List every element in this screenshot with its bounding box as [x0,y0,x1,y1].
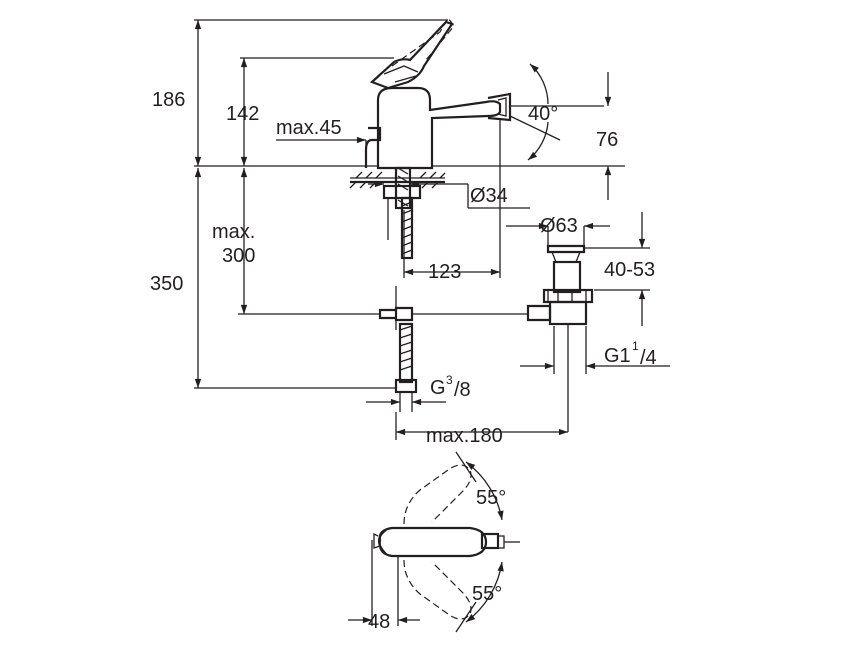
dim-48: 48 [368,611,390,633]
waste-popup-arm [526,304,552,322]
dim-40-53: 40-53 [604,259,655,281]
mixer-elevation [238,16,528,412]
dimension-labels: 186 142 max.45 40° 76 Ø34 Ø63 max. 300 3… [150,89,657,633]
spout-tip [487,92,512,122]
plan-view [348,451,520,633]
dim-g38-num: 3 [446,373,453,387]
supply-connector [394,378,418,394]
flex-hose-lower [398,322,414,384]
dim-max45: max.45 [276,117,342,139]
dim-76: 76 [596,129,618,151]
dim-diameter-63: Ø63 [540,215,578,237]
dim-g38-den: /8 [454,379,471,401]
dim-123: 123 [428,261,461,283]
elevation-dimensions [194,19,670,440]
flex-hose-upper [400,196,414,260]
dim-350: 350 [150,273,183,295]
mounting-nut [382,184,422,200]
waste-tailpiece [548,300,588,326]
dim-max-label: max. [212,221,255,243]
mixer-body [376,86,502,170]
dim-142: 142 [226,103,259,125]
waste-assembly [526,244,594,432]
plan-lever-swivel-down [403,559,472,620]
dim-g38-main: G [430,377,446,399]
dim-g1-num: 1 [632,339,639,353]
dim-40deg: 40° [528,103,558,125]
waste-body [552,260,582,294]
dim-186: 186 [152,89,185,111]
lever-tilted [391,16,455,67]
pop-up-junction [378,306,414,322]
dim-55deg-bottom: 55° [472,583,502,605]
dim-max180: max.180 [426,425,503,447]
plan-lever-swivel-up [403,464,472,525]
waste-plug-cap [546,244,586,254]
dim-g1-main: G1 [604,345,631,367]
dim-g1-den: /4 [640,347,657,369]
dim-diameter-34: Ø34 [470,185,508,207]
plan-spout-tip [480,532,500,550]
dim-55deg-top: 55° [476,487,506,509]
dim-300: 300 [222,245,255,267]
plan-lever [378,526,488,558]
